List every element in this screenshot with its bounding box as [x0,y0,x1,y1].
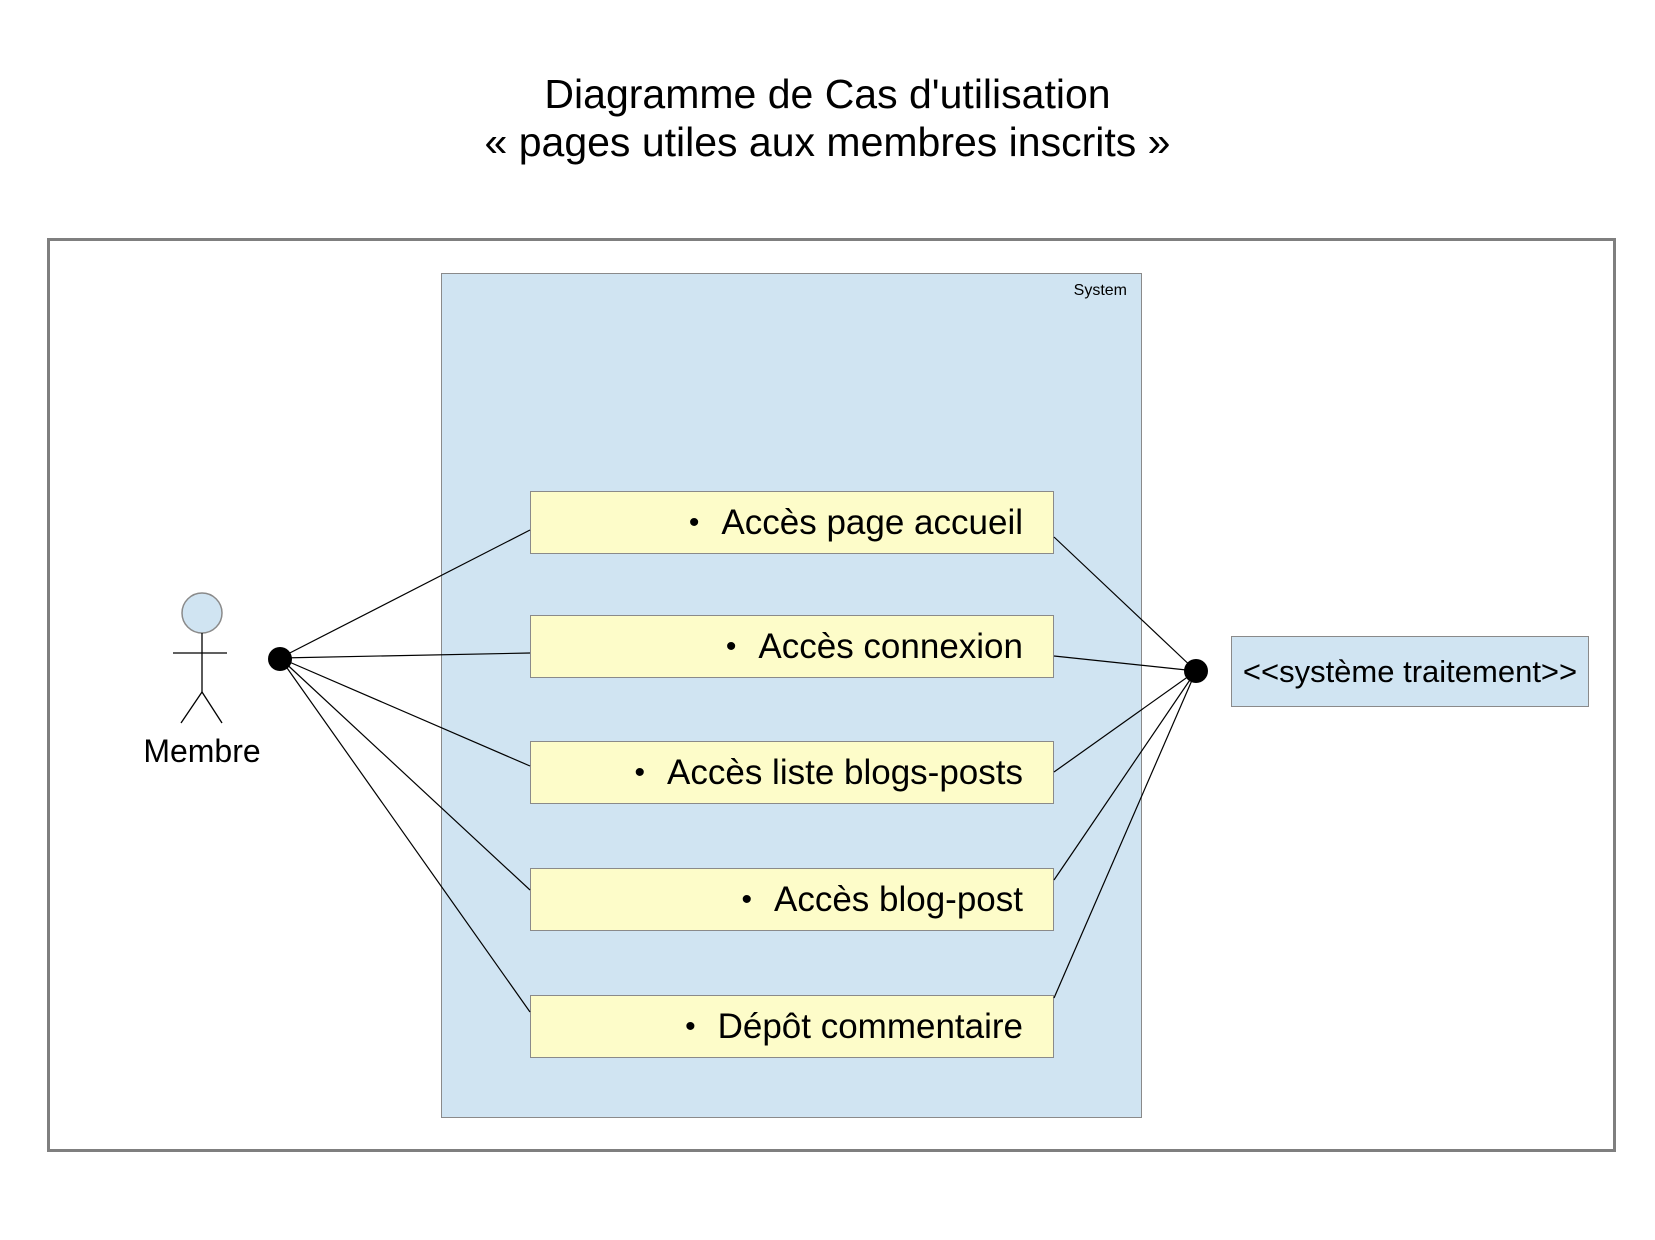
diagram-title-line2: « pages utiles aux membres inscrits » [484,119,1171,165]
actor-icon[interactable] [173,592,227,724]
association-line [279,657,531,891]
external-system-label: <<système traitement>> [1242,653,1578,689]
bullet-icon: • [634,755,646,789]
association-line [1053,670,1197,773]
use-case-acces-blog-post[interactable]: • Accès blog-post [530,868,1054,931]
association-line [279,529,531,659]
bullet-icon: • [685,1009,696,1043]
diagram-title-line1: Diagramme de Cas d'utilisation [544,71,1111,117]
system-junction-dot [1184,659,1208,683]
system-boundary: System [441,273,1142,1118]
system-associations [1053,536,1197,999]
use-case-acces-connexion[interactable]: • Accès connexion [530,615,1054,678]
use-case-label: Accès connexion [758,626,1023,666]
association-line [1053,670,1197,999]
actor-junction-dot [268,647,292,671]
bullet-icon: • [688,505,700,539]
use-case-acces-liste-blogs-posts[interactable]: • Accès liste blogs-posts [530,741,1054,804]
association-line [279,652,531,659]
use-case-label: Accès liste blogs-posts [667,752,1023,792]
bullet-icon: • [725,629,737,663]
actor-associations [279,529,531,1013]
actor-label: Membre [143,733,261,769]
external-system-box[interactable]: <<système traitement>> [1231,636,1589,707]
bullet-icon: • [741,882,752,916]
diagram-frame [47,238,1616,1152]
association-line [1053,536,1197,672]
use-case-label: Dépôt commentaire [717,1006,1023,1046]
system-label: System [1073,282,1127,299]
use-case-depot-commentaire[interactable]: • Dépôt commentaire [530,995,1054,1058]
association-line [279,657,531,1013]
association-line [1053,670,1197,881]
use-case-label: Accès blog-post [773,879,1023,919]
association-line [1053,655,1197,672]
use-case-label: Accès page accueil [721,502,1023,542]
association-line [279,657,531,767]
use-case-acces-page-accueil[interactable]: • Accès page accueil [530,491,1054,554]
